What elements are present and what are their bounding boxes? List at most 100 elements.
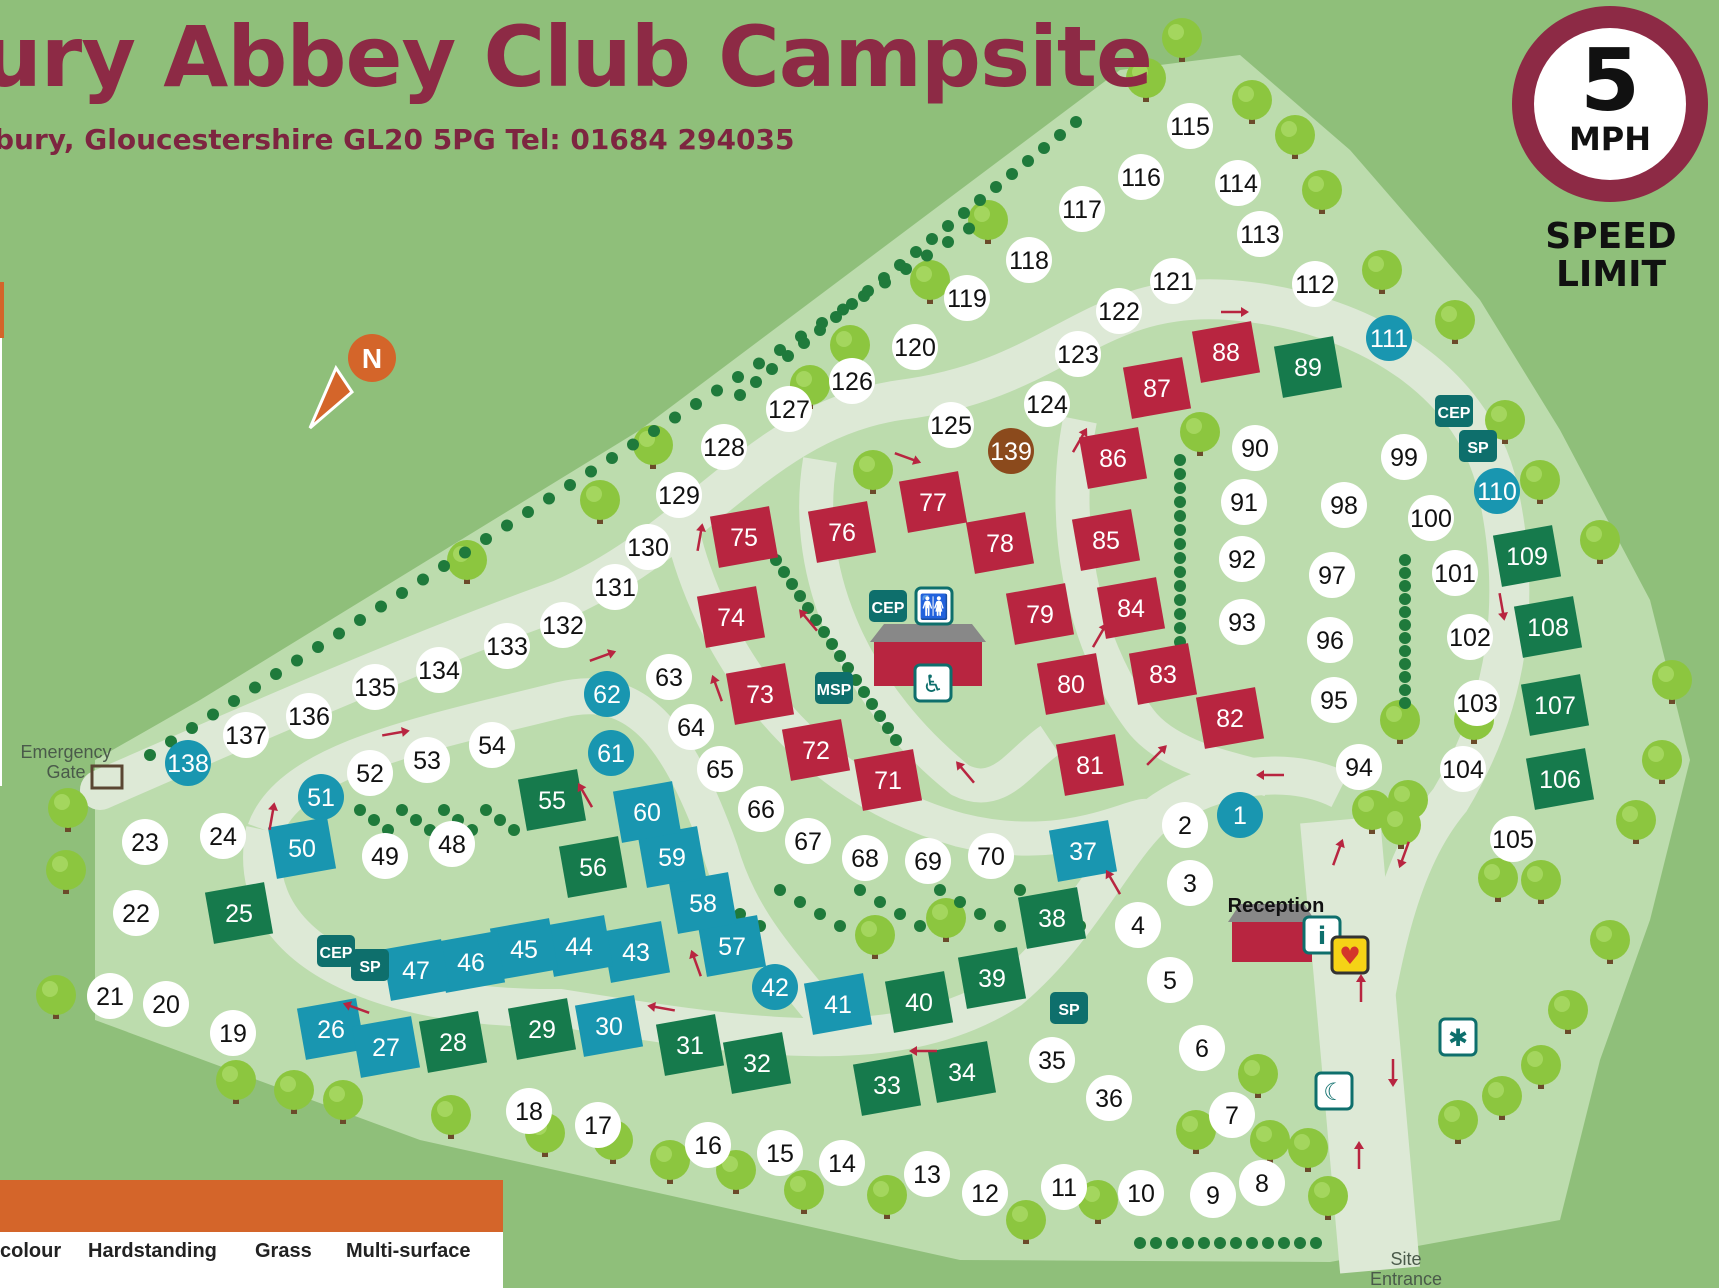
pitch-48: 48 — [429, 821, 475, 867]
pitch-4: 4 — [1115, 902, 1161, 948]
pitch-72: 72 — [781, 719, 851, 781]
hedge-dot — [522, 506, 534, 518]
pitch-number: 120 — [894, 334, 936, 362]
pitch-number: 112 — [1295, 271, 1335, 299]
pitch-107: 107 — [1520, 674, 1590, 736]
pitch-101: 101 — [1432, 550, 1478, 596]
pitch-number: 18 — [515, 1098, 543, 1126]
pitch-number: 91 — [1230, 489, 1258, 517]
hedge-dot — [165, 735, 177, 748]
pitch-41: 41 — [803, 973, 873, 1035]
hedge-dot — [750, 376, 762, 388]
direction-arrow-icon — [1332, 838, 1345, 866]
direction-arrow-icon — [1105, 869, 1122, 895]
hedge-dot — [1399, 593, 1411, 605]
pitch-12: 12 — [962, 1170, 1008, 1216]
pitch-number: 72 — [802, 737, 830, 765]
pitch-number: 128 — [703, 434, 745, 462]
tree-icon — [855, 915, 895, 959]
hedge-dot — [882, 722, 894, 734]
pitch-50: 50 — [267, 817, 337, 879]
hedge-dot — [1399, 671, 1411, 683]
hedge-dot — [934, 884, 946, 896]
tree-icon — [926, 898, 966, 942]
pitch-97: 97 — [1309, 552, 1355, 598]
hedge-dot — [921, 249, 933, 262]
tree-icon — [1250, 1120, 1290, 1164]
pitch-28: 28 — [418, 1011, 488, 1073]
emergency-gate-label-2: Gate — [46, 762, 85, 782]
pitch-number: 83 — [1149, 661, 1177, 689]
pitch-number: 2 — [1178, 812, 1192, 840]
pitch-45: 45 — [489, 918, 559, 980]
red-loop-road-3 — [1055, 416, 1276, 797]
pitch-number: 135 — [354, 674, 396, 702]
pitch-number: 69 — [914, 848, 942, 876]
hedge-dot — [874, 896, 886, 908]
pitch-number: 35 — [1038, 1047, 1066, 1075]
tree-icon — [1381, 805, 1421, 849]
hedge-dot — [410, 814, 422, 826]
pitch-127: 127 — [766, 386, 812, 432]
pitch-number: 133 — [486, 633, 528, 661]
svg-text:🚻: 🚻 — [919, 593, 949, 621]
hedge-dot — [1174, 622, 1186, 634]
pitch-number: 93 — [1228, 609, 1256, 637]
tree-icon — [1521, 1045, 1561, 1089]
pitch-number: 24 — [209, 823, 237, 851]
tree-icon — [323, 1080, 363, 1124]
direction-arrow-icon — [696, 523, 706, 552]
hedge-dot — [1174, 580, 1186, 592]
pitch-number: 130 — [627, 534, 669, 562]
pitch-number: 75 — [730, 524, 758, 552]
north-badge — [348, 334, 396, 382]
hedge-dot — [990, 181, 1002, 193]
hedge-dot — [1294, 1237, 1306, 1249]
toilet-block-roof — [870, 624, 986, 642]
pitch-number: 89 — [1294, 354, 1322, 382]
hedge-dot — [1174, 454, 1186, 466]
cep-badge: CEP — [1435, 395, 1473, 427]
hedge-dot — [1399, 619, 1411, 631]
pitch-77: 77 — [898, 471, 968, 533]
legend-hardstanding: Hardstanding — [88, 1240, 217, 1262]
pitch-96: 96 — [1307, 617, 1353, 663]
direction-arrow-icon — [577, 782, 594, 808]
pitch-64: 64 — [668, 704, 714, 750]
hedge-dot — [818, 626, 830, 638]
pitch-59: 59 — [637, 826, 707, 888]
legend-panel — [0, 1232, 503, 1288]
hedge-dot — [854, 884, 866, 896]
tree-icon — [1232, 80, 1272, 124]
pitch-number: 4 — [1131, 912, 1145, 940]
hedge-dot — [1214, 1237, 1226, 1249]
pitch-number: 86 — [1099, 445, 1127, 473]
pitch-58: 58 — [668, 872, 738, 934]
hedge-dot — [732, 371, 744, 383]
legend-header — [0, 1180, 503, 1232]
pitch-16: 16 — [685, 1122, 731, 1168]
pitch-number: 62 — [593, 681, 621, 709]
direction-arrow-icon — [1071, 427, 1088, 453]
pitch-number: 110 — [1477, 478, 1517, 506]
tree-icon — [1548, 990, 1588, 1034]
pitch-number: 136 — [288, 703, 330, 731]
pitch-32: 32 — [722, 1032, 792, 1094]
direction-arrow-icon — [894, 452, 922, 465]
pitch-number: 32 — [743, 1050, 771, 1078]
pitch-65: 65 — [697, 746, 743, 792]
pitch-139: 139 — [988, 428, 1034, 474]
pitch-number: 53 — [413, 747, 441, 775]
pitch-124: 124 — [1024, 381, 1070, 427]
hedge-dot — [834, 650, 846, 662]
hedge-dot — [782, 350, 794, 362]
pitch-15: 15 — [757, 1130, 803, 1176]
tree-icon — [1078, 1180, 1118, 1224]
hedge-dot — [774, 884, 786, 896]
hedge-dot — [862, 285, 874, 297]
pitch-37: 37 — [1048, 820, 1118, 882]
